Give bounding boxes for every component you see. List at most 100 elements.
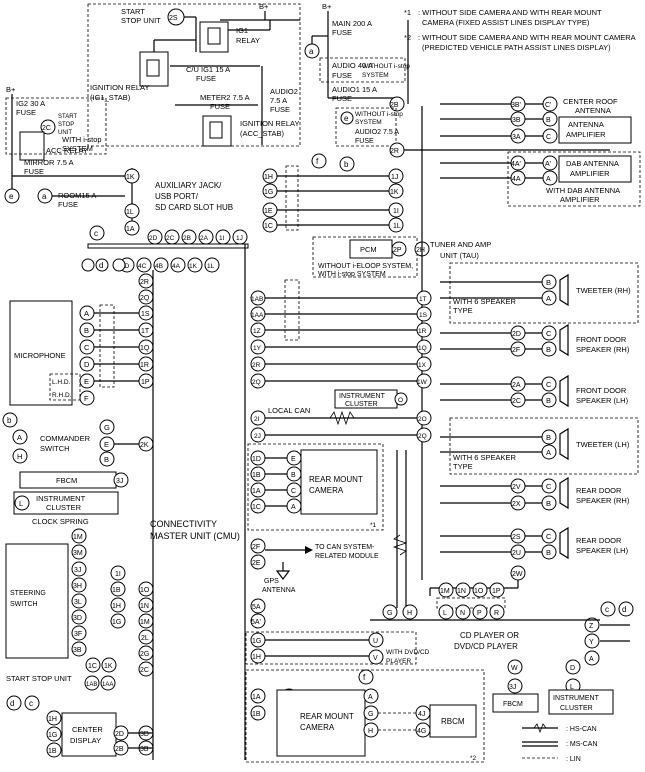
svg-text:2X: 2X <box>512 501 521 508</box>
steering-2: SWITCH <box>10 601 38 608</box>
center-roof-1: CENTER ROOF <box>563 97 618 106</box>
dab-1: DAB ANTENNA <box>566 159 619 168</box>
svg-text:1S: 1S <box>419 312 428 319</box>
svg-text:c: c <box>605 605 609 614</box>
svg-text:1G: 1G <box>112 619 121 626</box>
svg-text:2I: 2I <box>254 416 260 423</box>
fbcm-bottom: FBCM <box>503 701 523 708</box>
local-can: LOCAL CAN <box>268 406 310 415</box>
svg-text:e: e <box>344 114 349 123</box>
lhd: L.H.D. <box>52 379 71 386</box>
svg-text:1AB: 1AB <box>251 296 263 303</box>
svg-text:1W: 1W <box>417 379 428 386</box>
svg-text:1M: 1M <box>73 534 83 541</box>
rear-cam2-2: CAMERA <box>300 723 335 732</box>
svg-text:1Q: 1Q <box>140 345 150 352</box>
can-section: 2F 2E TO CAN SYSTEM- RELATED MODULE GPS … <box>245 450 430 665</box>
rear-camera-2: f 1A 1B C E B D REAR MOUNT CAMERA A G H … <box>245 669 485 763</box>
svg-text:1G: 1G <box>264 189 273 196</box>
center-display-section: d c 1H 1G 1B CENTER DISPLAY 2D 2B 3D 3B <box>6 695 154 758</box>
ss-small-1: START <box>58 114 77 120</box>
svg-text:C: C <box>546 134 551 141</box>
svg-text:a: a <box>309 47 314 56</box>
svg-text:2F: 2F <box>512 347 520 354</box>
cd-1: CD PLAYER OR <box>460 631 519 640</box>
svg-text:A: A <box>546 294 551 303</box>
star1: *1 <box>370 522 377 529</box>
svg-text:1H: 1H <box>264 174 273 181</box>
svg-text:F: F <box>84 394 89 403</box>
legend-ms-can: : MS-CAN <box>566 741 598 748</box>
svg-text:E: E <box>291 456 296 463</box>
meter2-fuse-2: FUSE <box>210 102 230 111</box>
svg-text:A: A <box>17 433 22 442</box>
start-stop-unit-label1: START <box>121 7 145 16</box>
rdoor-rh-2: SPEAKER (RH) <box>576 496 630 505</box>
svg-text:1AA: 1AA <box>102 682 113 688</box>
svg-text:1S: 1S <box>141 311 150 318</box>
with-dab-2: AMPLIFIER <box>560 195 600 204</box>
svg-text:f: f <box>316 157 319 166</box>
svg-text:H: H <box>17 452 22 461</box>
svg-text:1R: 1R <box>140 362 149 369</box>
svg-text:G: G <box>104 423 110 432</box>
svg-text:B: B <box>546 433 551 442</box>
svg-text:B: B <box>104 455 109 464</box>
mirror-fuse-1: MIRROR 7.5 A <box>24 158 74 167</box>
note1-mark: *1 <box>404 8 411 17</box>
aux-hub-1: AUXILIARY JACK/ <box>155 181 222 190</box>
audio1-fuse-1: AUDIO1 15 A <box>332 85 377 94</box>
fbcm-label: FBCM <box>56 476 77 485</box>
without-iloop-2: WITH i-stop SYSTEM <box>318 271 386 278</box>
svg-text:1M: 1M <box>140 619 150 626</box>
rbcm: RBCM <box>441 717 465 726</box>
steering-1: STEERING <box>10 590 46 597</box>
power-section: B+ START STOP UNIT 2S IG1 RELAY C/U IG1 … <box>4 2 410 241</box>
rhd: R.H.D. <box>52 392 72 399</box>
svg-text:W: W <box>511 665 518 672</box>
steering-section: STEERING SWITCH 1M 3M 3J 3H 3L 3D 3F 3B … <box>5 528 154 691</box>
svg-text:1AA: 1AA <box>251 312 264 319</box>
cu-ig1-fuse-2: FUSE <box>196 74 216 83</box>
acc-relay: ACC RELAY <box>46 146 88 155</box>
microphone-label: MICROPHONE <box>14 351 66 360</box>
pcm-label: PCM <box>360 245 377 254</box>
svg-text:B: B <box>291 472 296 479</box>
svg-text:1P: 1P <box>492 588 501 595</box>
svg-text:1N: 1N <box>140 603 149 610</box>
gps-2: ANTENNA <box>262 587 296 594</box>
svg-text:1M: 1M <box>440 588 450 595</box>
svg-text:1Z: 1Z <box>253 328 261 335</box>
without-iloop-1: WITHOUT i-ELOOP SYSTEM, <box>318 263 413 270</box>
svg-text:G: G <box>387 610 392 617</box>
svg-text:B: B <box>546 396 551 405</box>
svg-text:1G: 1G <box>48 732 57 739</box>
svg-text:2B: 2B <box>183 235 191 242</box>
ig1-relay-2: RELAY <box>236 36 260 45</box>
svg-text:1B: 1B <box>252 472 261 479</box>
svg-text:b: b <box>7 416 12 425</box>
main-fuse-1: MAIN 200 A <box>332 19 372 28</box>
notes: *1 : WITHOUT SIDE CAMERA AND WITH REAR M… <box>404 8 636 52</box>
svg-text:E: E <box>104 440 109 449</box>
svg-text:1I: 1I <box>393 208 399 215</box>
svg-text:N: N <box>460 610 465 617</box>
ign-relay-acc-1: IGNITION RELAY <box>240 119 299 128</box>
svg-text:1T: 1T <box>141 328 150 335</box>
audio2-fuse-2: FUSE <box>355 138 374 145</box>
svg-text:1E: 1E <box>264 208 273 215</box>
svg-text:Y: Y <box>589 639 594 646</box>
aux-hub-2: USB PORT/ <box>155 192 199 201</box>
rdoor-lh-2: SPEAKER (LH) <box>576 546 629 555</box>
svg-text:E: E <box>84 377 89 386</box>
audio2-in-2: 7.5 A <box>270 96 287 105</box>
svg-text:1I: 1I <box>219 235 225 242</box>
svg-text:B: B <box>546 117 551 124</box>
svg-text:2D: 2D <box>115 731 124 738</box>
legend: : HS-CAN : MS-CAN : LIN <box>522 723 598 763</box>
svg-text:L: L <box>19 499 23 508</box>
svg-text:1H: 1H <box>252 654 261 661</box>
svg-text:B: B <box>84 326 89 335</box>
svg-text:2B: 2B <box>390 102 399 109</box>
svg-text:3B: 3B <box>140 746 149 753</box>
